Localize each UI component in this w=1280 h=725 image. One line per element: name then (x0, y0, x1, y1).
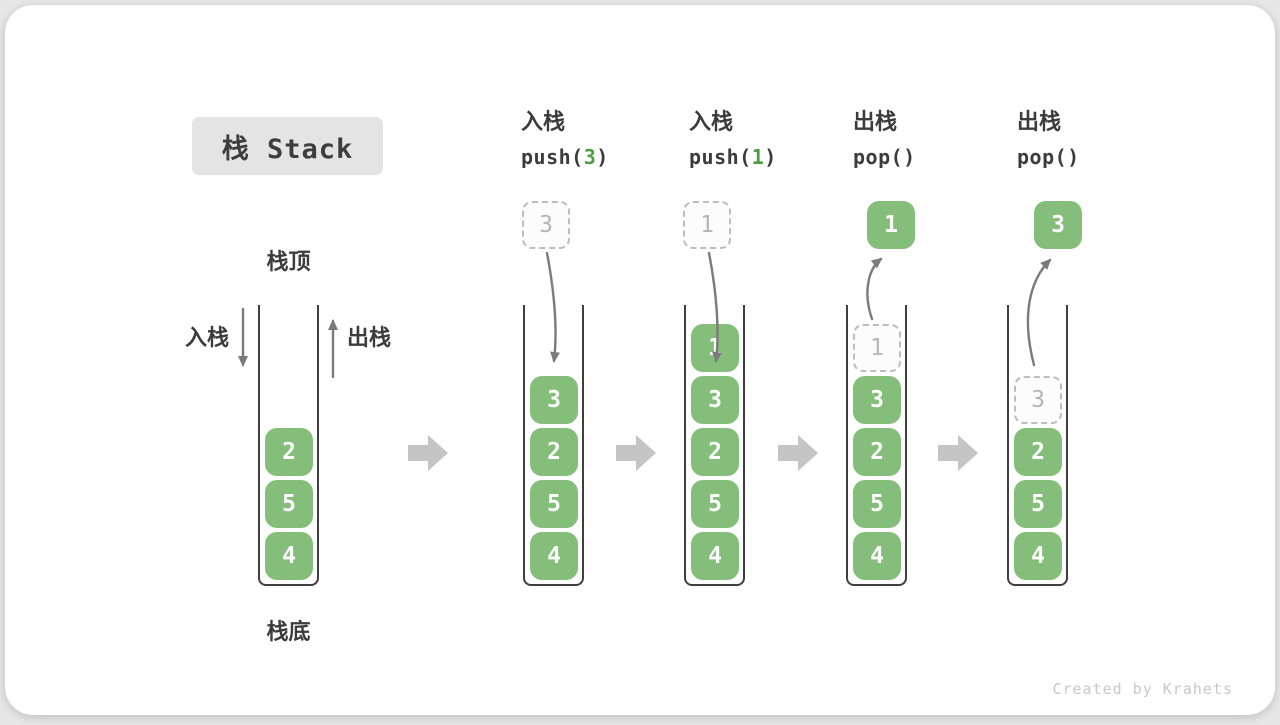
stack-cell: 3 (530, 376, 578, 424)
stack-cell: 2 (1014, 428, 1062, 476)
stack-bottom-label: 栈底 (266, 619, 311, 644)
stack-cell: 4 (853, 532, 901, 580)
code-arg: 3 (583, 145, 597, 169)
op-name-label: 入栈 (689, 109, 734, 134)
code-text: ) (596, 145, 609, 169)
stack-cell: 2 (853, 428, 901, 476)
floating-cell-popped: 3 (1034, 201, 1082, 249)
op-code-label: pop() (853, 147, 916, 167)
code-text: ) (764, 145, 777, 169)
op-header-pop-1: 出栈 pop() (853, 109, 916, 168)
stack-cell: 1 (691, 324, 739, 372)
op-header-push-3: 入栈 push(3) (521, 109, 609, 168)
stack-cell: 5 (530, 480, 578, 528)
stack-cell: 3 (853, 376, 901, 424)
title-badge: 栈 Stack (192, 117, 383, 175)
stack-cell: 2 (691, 428, 739, 476)
stack-top-label: 栈顶 (266, 249, 311, 274)
code-text: pop( (853, 145, 904, 169)
op-header-pop-2: 出栈 pop() (1017, 109, 1080, 168)
stack-cell: 3 (691, 376, 739, 424)
step-arrow-2-icon (616, 435, 656, 471)
stack-cell: 4 (1014, 532, 1062, 580)
op-code-label: pop() (1017, 147, 1080, 167)
stack-cell: 5 (691, 480, 739, 528)
stack-cell: 4 (530, 532, 578, 580)
floating-cell-dashed: 3 (522, 201, 570, 249)
code-arg: 1 (751, 145, 765, 169)
op-header-push-1: 入栈 push(1) (689, 109, 777, 168)
stack-cell: 4 (691, 532, 739, 580)
stack-cell: 5 (1014, 480, 1062, 528)
stack-cell: 5 (265, 480, 313, 528)
floating-cell-popped: 1 (867, 201, 915, 249)
op-name-label: 出栈 (853, 109, 898, 134)
floating-cell-dashed: 1 (683, 201, 731, 249)
stack-cell-dashed: 3 (1014, 376, 1062, 424)
code-text: ) (1067, 145, 1080, 169)
code-text: push( (689, 145, 752, 169)
op-code-label: push(1) (689, 147, 777, 167)
stack-cell: 2 (530, 428, 578, 476)
code-text: pop( (1017, 145, 1068, 169)
stack-cell: 4 (265, 532, 313, 580)
stack-cell: 2 (265, 428, 313, 476)
stack-cell: 5 (853, 480, 901, 528)
op-name-label: 入栈 (521, 109, 566, 134)
watermark: Created by Krahets (1052, 680, 1233, 698)
code-text: ) (903, 145, 916, 169)
arrows-overlay (238, 251, 1052, 471)
step-arrow-4-icon (938, 435, 978, 471)
pop-side-label: 出栈 (347, 325, 392, 350)
push-side-label: 入栈 (184, 325, 229, 350)
op-name-label: 出栈 (1017, 109, 1062, 134)
step-arrow-1-icon (408, 435, 448, 471)
op-code-label: push(3) (521, 147, 609, 167)
code-text: push( (521, 145, 584, 169)
stack-cell-dashed: 1 (853, 324, 901, 372)
step-arrow-3-icon (778, 435, 818, 471)
diagram-card: 栈 Stack 栈顶 栈底 入栈 出栈 入栈 push(3) 入栈 push(1… (5, 5, 1275, 715)
